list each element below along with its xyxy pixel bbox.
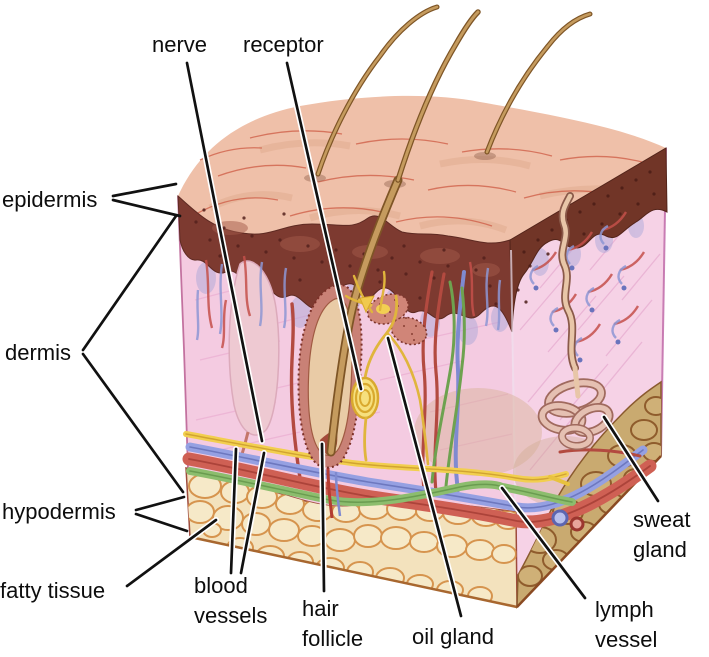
leader-blood-vessels	[228, 446, 267, 576]
leader-lymph-vessel	[499, 485, 588, 601]
hair	[485, 12, 592, 154]
leader-sweat-gland	[601, 414, 661, 504]
vein-tube-end	[551, 509, 569, 527]
follicle-feeder-artery	[326, 467, 334, 519]
label-receptor: receptor	[243, 32, 324, 57]
artery-tube-end	[569, 516, 585, 532]
sweat-duct	[560, 193, 578, 371]
artery-side-thin	[558, 448, 642, 458]
label-oil-gland: oil gland	[412, 624, 494, 649]
leader-nerve	[184, 60, 265, 444]
leader-epidermis	[111, 182, 182, 218]
oil-gland-lobe	[390, 316, 428, 346]
oil-gland	[357, 293, 428, 346]
capillaries-front-red	[204, 255, 476, 349]
nerve-web	[359, 295, 375, 314]
nerve-twig	[352, 274, 374, 314]
sweat-duct-into-coil	[572, 365, 581, 399]
deep-dermis-shading	[414, 388, 542, 476]
artery-branch-left	[289, 302, 302, 480]
label-nerve: nerve	[152, 32, 208, 57]
hair	[396, 10, 480, 182]
receptor-stem	[363, 416, 368, 462]
follicle-feeder-vein	[334, 471, 342, 517]
nerve-fork	[548, 475, 570, 486]
receptor-coil	[359, 389, 371, 407]
label-dermis: dermis	[5, 340, 72, 365]
leader-lines	[81, 60, 661, 619]
vertical-vessels	[289, 270, 466, 494]
lymph-branch	[430, 280, 456, 484]
hair	[316, 5, 439, 176]
lymph-branch	[444, 286, 466, 488]
touch-corpuscle	[228, 260, 280, 436]
lymph-main-edge	[189, 470, 573, 503]
nerve-branch-right	[386, 332, 430, 466]
dermis-side	[510, 148, 666, 607]
label-epidermis: epidermis	[2, 187, 98, 212]
leader-dermis	[81, 214, 185, 494]
artery-main-edge	[188, 458, 651, 523]
leader-fatty-tissue	[124, 517, 219, 589]
leader-receptor	[284, 60, 364, 392]
leader-hypodermis	[134, 495, 189, 533]
nerve-main-edge	[185, 433, 567, 481]
epidermis-dots-side	[516, 170, 656, 304]
hairs	[315, 4, 593, 183]
label-fatty-tissue: fatty tissue	[0, 578, 106, 603]
vessel-bundle	[182, 431, 657, 532]
artery-branch	[421, 270, 434, 492]
label-hypodermis: hypodermis	[2, 499, 116, 524]
nerve-twig	[378, 270, 386, 312]
receptor-coil	[354, 382, 376, 414]
hair-shaft	[326, 175, 403, 457]
leader-oil-gland	[385, 335, 464, 619]
nerve-to-receptor	[363, 294, 399, 380]
vein-branch	[453, 270, 466, 492]
oil-gland-duct-yellow	[376, 304, 390, 314]
oil-gland-dots	[379, 299, 417, 341]
hair-base-shadow	[474, 152, 496, 160]
capillaries-front-blue	[195, 261, 502, 341]
sweat-gland-coil	[537, 378, 614, 451]
sweat-gland	[537, 192, 614, 451]
leader-hair-follicle	[319, 441, 327, 594]
